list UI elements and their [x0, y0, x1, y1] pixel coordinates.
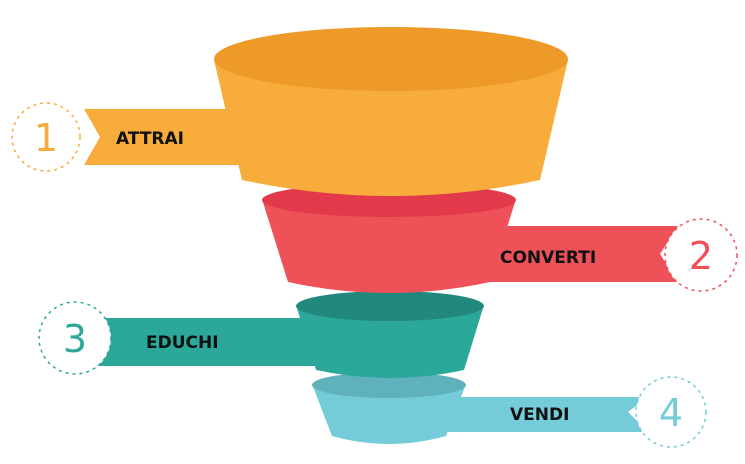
stage-3-funnel-rim [296, 291, 484, 321]
stage-2-label: CONVERTI [500, 248, 596, 268]
stage-4-number-circle [635, 376, 707, 448]
stage-2-number: 2 [689, 234, 713, 278]
stage-1-number: 1 [34, 116, 58, 160]
stage-1-label: ATTRAI [116, 129, 184, 149]
stage-3-label: EDUCHI [146, 333, 219, 353]
stage-3-number: 3 [63, 317, 87, 361]
stage-4-number: 4 [659, 391, 683, 435]
funnel-stage-4: VENDI 4 [312, 372, 707, 448]
stage-3-banner [82, 318, 340, 366]
funnel-stage-1: ATTRAI 1 [11, 27, 568, 196]
stage-4-funnel-body [312, 384, 466, 444]
stage-1-funnel-rim [214, 27, 568, 91]
funnel-stage-3: EDUCHI 3 [38, 291, 484, 378]
stage-2-number-circle [664, 218, 738, 292]
stage-2-funnel-body [262, 199, 516, 293]
stage-3-funnel-body [296, 305, 484, 378]
funnel-stage-2: CONVERTI 2 [262, 183, 738, 293]
stage-1-funnel-body [214, 60, 568, 196]
stage-4-funnel-rim [312, 372, 466, 398]
stage-4-label: VENDI [510, 405, 569, 425]
stage-1-number-circle [11, 102, 81, 172]
stage-3-number-circle [38, 301, 112, 375]
stage-4-banner [420, 397, 648, 432]
